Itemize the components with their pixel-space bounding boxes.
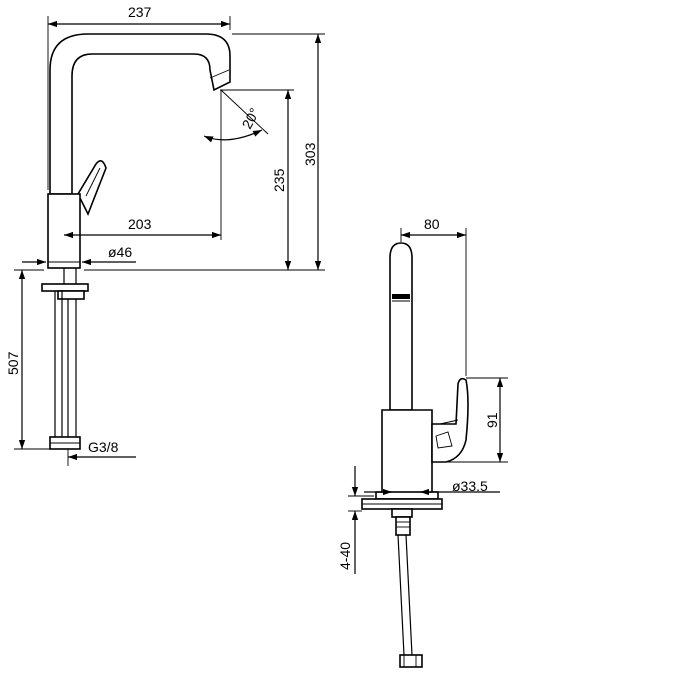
dim-spout-reach: 237	[128, 4, 152, 20]
dim-connection: G3/8	[88, 439, 119, 455]
front-handle	[431, 377, 469, 463]
dim-handle-height: 91	[484, 412, 500, 428]
front-nut	[391, 508, 413, 518]
dim-total-height: 303	[302, 142, 318, 166]
dim-hose-length: 507	[5, 351, 21, 375]
side-view: 237 303 235 20° 203 ø46 507 G3/8	[5, 4, 325, 466]
front-spout	[389, 242, 413, 411]
dim-spout-angle: 20°	[239, 105, 263, 131]
front-base-ring	[375, 491, 439, 500]
spout-outline	[49, 33, 231, 195]
dim-mount-hole: ø33.5	[452, 478, 488, 494]
front-hose	[397, 534, 413, 656]
front-nut-2	[395, 516, 411, 536]
handle-divider	[439, 419, 459, 425]
front-body	[381, 409, 433, 497]
dim-base-diameter: ø46	[108, 244, 132, 260]
dim-handle-depth: 80	[424, 216, 440, 232]
front-handle-inner	[435, 431, 453, 449]
dim-spout-height: 235	[271, 168, 287, 192]
faucet-body	[47, 193, 81, 269]
lever-handle	[77, 160, 107, 216]
spout-tip-line	[209, 69, 230, 79]
mount-plate	[41, 283, 89, 292]
mount-nut	[57, 290, 85, 300]
dim-deck-thickness: 4-40	[337, 542, 353, 570]
hose-right	[67, 299, 77, 437]
dim-spout-offset: 203	[128, 216, 152, 232]
front-view: 80 91 ø33.5 4-40	[337, 216, 508, 668]
lever-inner	[85, 167, 101, 197]
aerator-mark	[392, 294, 410, 299]
hose-left	[54, 291, 63, 437]
front-hose-connector	[399, 654, 423, 668]
